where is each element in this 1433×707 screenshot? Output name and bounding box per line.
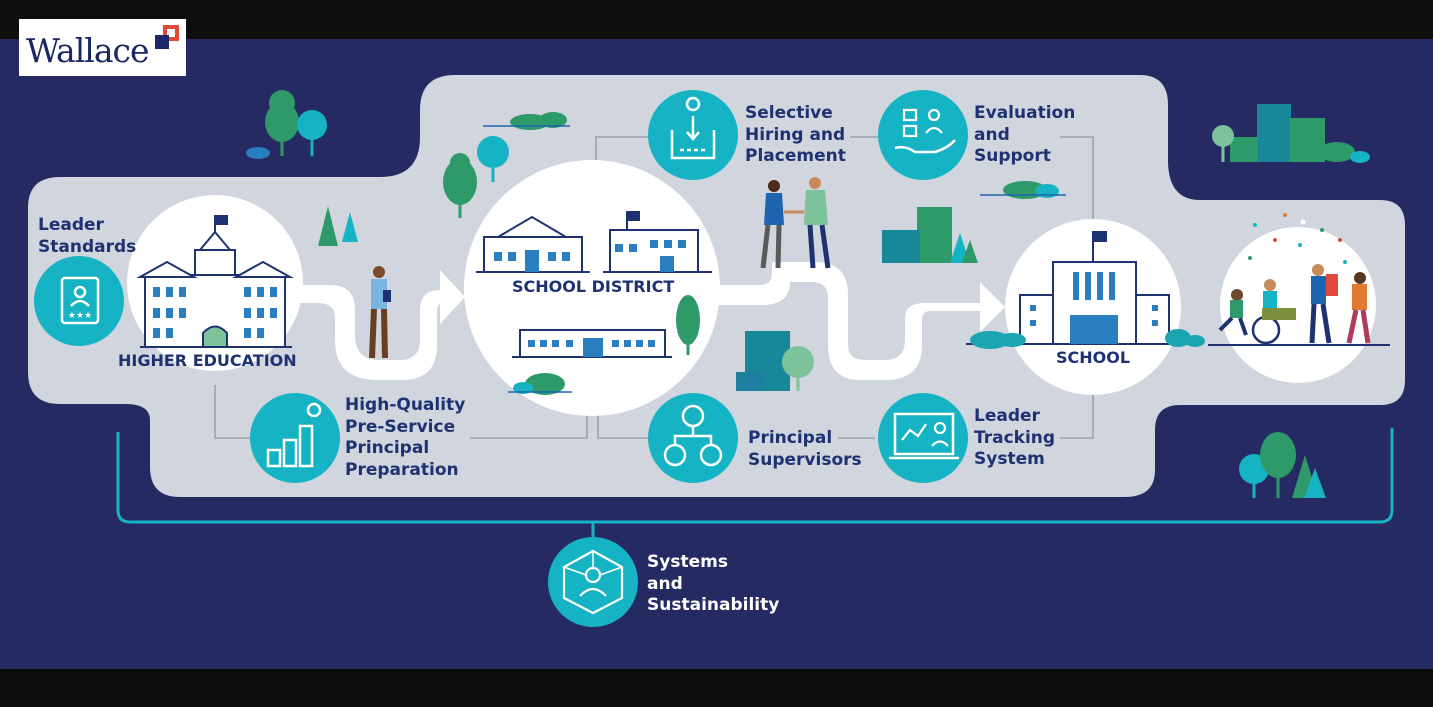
professor-figure	[369, 266, 391, 359]
video-bottom-bar	[0, 669, 1433, 707]
leader-tracking-label: Leader Tracking System	[974, 406, 1056, 469]
systems-bracket	[116, 428, 1394, 524]
principal-supervisors-label: Principal Supervisors	[748, 428, 862, 470]
systems-icon	[548, 537, 638, 627]
pre-service-icon	[250, 393, 340, 483]
flow-arrows	[290, 262, 1005, 380]
video-top-bar	[0, 0, 1433, 39]
principal-supervisors-icon	[648, 393, 738, 483]
district-windows	[494, 240, 686, 357]
confetti-sparkles	[1248, 213, 1347, 264]
leader-standards-label: Leader Standards	[38, 215, 137, 257]
evaluation-icon	[878, 90, 968, 180]
scenery-trees	[246, 90, 1370, 498]
school-district-title: SCHOOL DISTRICT	[512, 277, 675, 296]
selective-hiring-icon	[648, 90, 738, 180]
leader-standards-icon: ★★★	[34, 256, 124, 346]
logo-mark-icon	[155, 25, 179, 49]
students-illustration	[1208, 264, 1390, 346]
school-title: SCHOOL	[1056, 348, 1131, 367]
school-windows	[1030, 272, 1158, 344]
school-shrubs	[970, 329, 1205, 349]
handshake-figures	[760, 177, 831, 269]
university-windows	[153, 287, 277, 338]
wallace-logo: Wallace	[19, 19, 186, 76]
systems-label: Systems and Sustainability	[647, 552, 780, 615]
svg-text:★★★: ★★★	[68, 311, 92, 321]
pre-service-label: High-Quality Pre-Service Principal Prepa…	[345, 395, 466, 480]
leader-tracking-icon	[878, 393, 968, 483]
higher-education-title: HIGHER EDUCATION	[118, 351, 297, 370]
selective-hiring-label: Selective Hiring and Placement	[745, 103, 846, 166]
school-building-icon	[966, 231, 1200, 345]
evaluation-label: Evaluation and Support	[974, 103, 1076, 166]
